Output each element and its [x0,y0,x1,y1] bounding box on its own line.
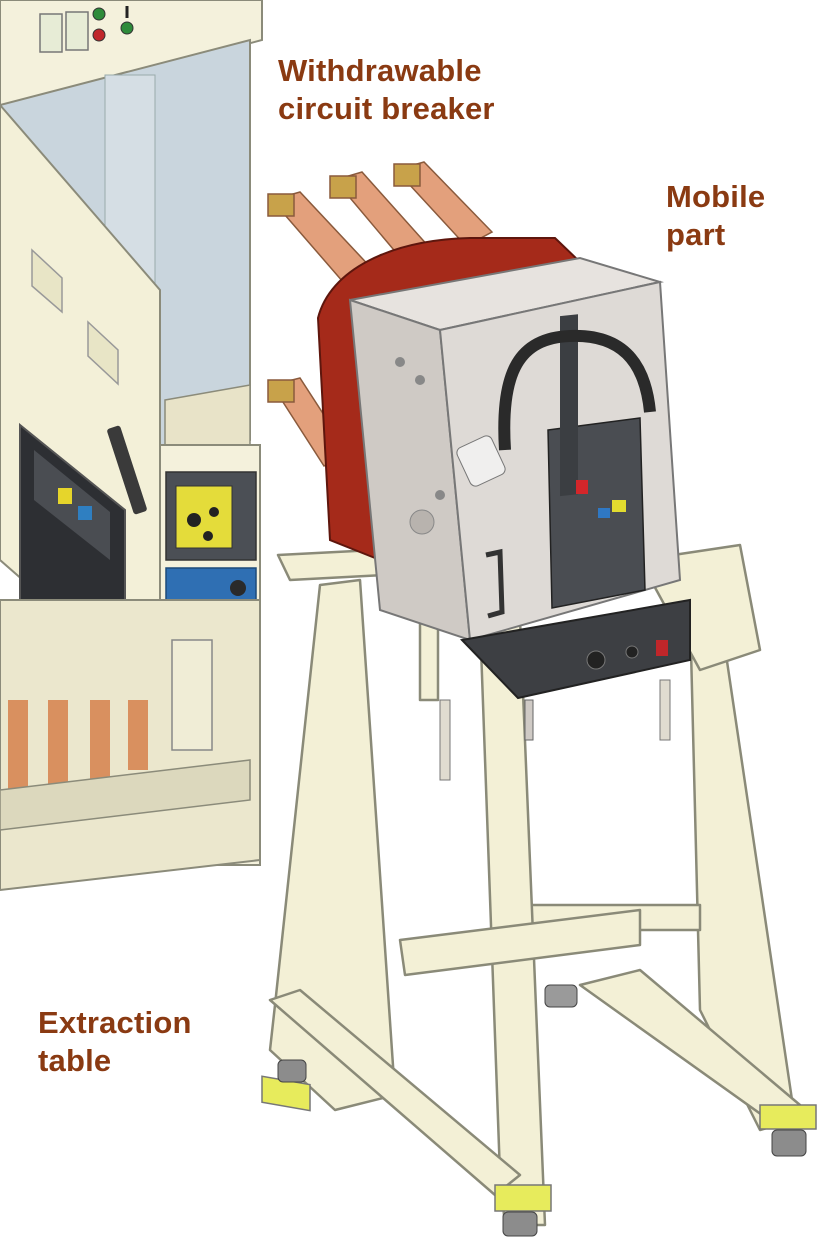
door-handle [107,425,147,515]
caster-right-plate [759,1104,817,1130]
side-hole-1 [395,357,405,367]
cabinet-guide-rail [0,759,251,831]
door-instruments [34,450,110,560]
casters [261,984,817,1237]
terminal-clamp-2 [329,175,357,199]
indicator-lamp-red [92,28,106,42]
busbar-3 [90,700,110,780]
cabinet-top-window-2 [65,11,89,51]
label-extraction-line-1: Extraction [38,1005,192,1040]
breaker-truck [459,598,691,700]
cabinet-top-window-1 [39,13,63,53]
cable-connector [456,435,506,487]
control-knob-3 [203,531,213,541]
breaker-handle [485,548,505,619]
table-lower-brace [268,988,522,1197]
busbar-1 [8,700,28,790]
label-mobile-line-1: Mobile [666,179,766,214]
label-mobile-part: Mobile part [666,178,765,254]
truck-socket-1 [586,650,606,670]
terminal-clamp-4 [267,379,295,403]
switchgear-cabinet [0,0,263,892]
control-knob-2 [209,507,219,517]
truck-pin-left [439,699,451,781]
caster-right-wheel [771,1129,807,1157]
caster-back-wheel [544,984,578,1008]
side-hole-2 [415,375,425,385]
caster-front-left-wheel [277,1059,307,1083]
truck-tag-red [656,640,668,656]
terminal-clamp-1 [267,193,295,217]
door-slot-2 [87,320,119,386]
terminal-arms [267,161,494,468]
caster-front-plate [494,1184,552,1212]
breaker-cable [498,329,656,451]
busbar-4 [128,700,148,770]
truck-socket-2 [625,645,639,659]
label-mobile-line-2: part [666,217,726,252]
label-withdrawable-line-2: circuit breaker [278,91,495,126]
label-extraction-table: Extraction table [38,1004,192,1080]
indicator-lamp-green-2 [120,21,134,35]
side-hole-4 [409,509,435,535]
terminal-clamp-3 [393,163,421,187]
indicator-lamp-green-1 [92,7,106,21]
door-instrument-blue [78,506,92,520]
label-extraction-line-2: table [38,1043,112,1078]
label-withdrawable-circuit-breaker: Withdrawable circuit breaker [278,52,495,128]
truck-lock-lever [524,699,534,741]
busbar-2 [48,700,68,790]
breaker-status-yellow [612,500,626,512]
circuit-breaker [267,161,691,781]
label-withdrawable-line-1: Withdrawable [278,53,482,88]
caster-front-wheel [502,1211,538,1237]
door-slot-1 [31,248,63,314]
extraction-table [268,543,802,1227]
side-hole-3 [435,490,445,500]
door-instrument-yellow [58,488,72,504]
breaker-status-blue [598,508,610,518]
breaker-lever [560,314,578,497]
cabinet-insulator-block [171,639,213,751]
table-mid-brace [398,908,642,977]
truck-pin-right [659,679,671,741]
control-knob-1 [187,513,201,527]
breaker-push-button-red [576,480,588,494]
blue-socket-knob [230,580,246,596]
